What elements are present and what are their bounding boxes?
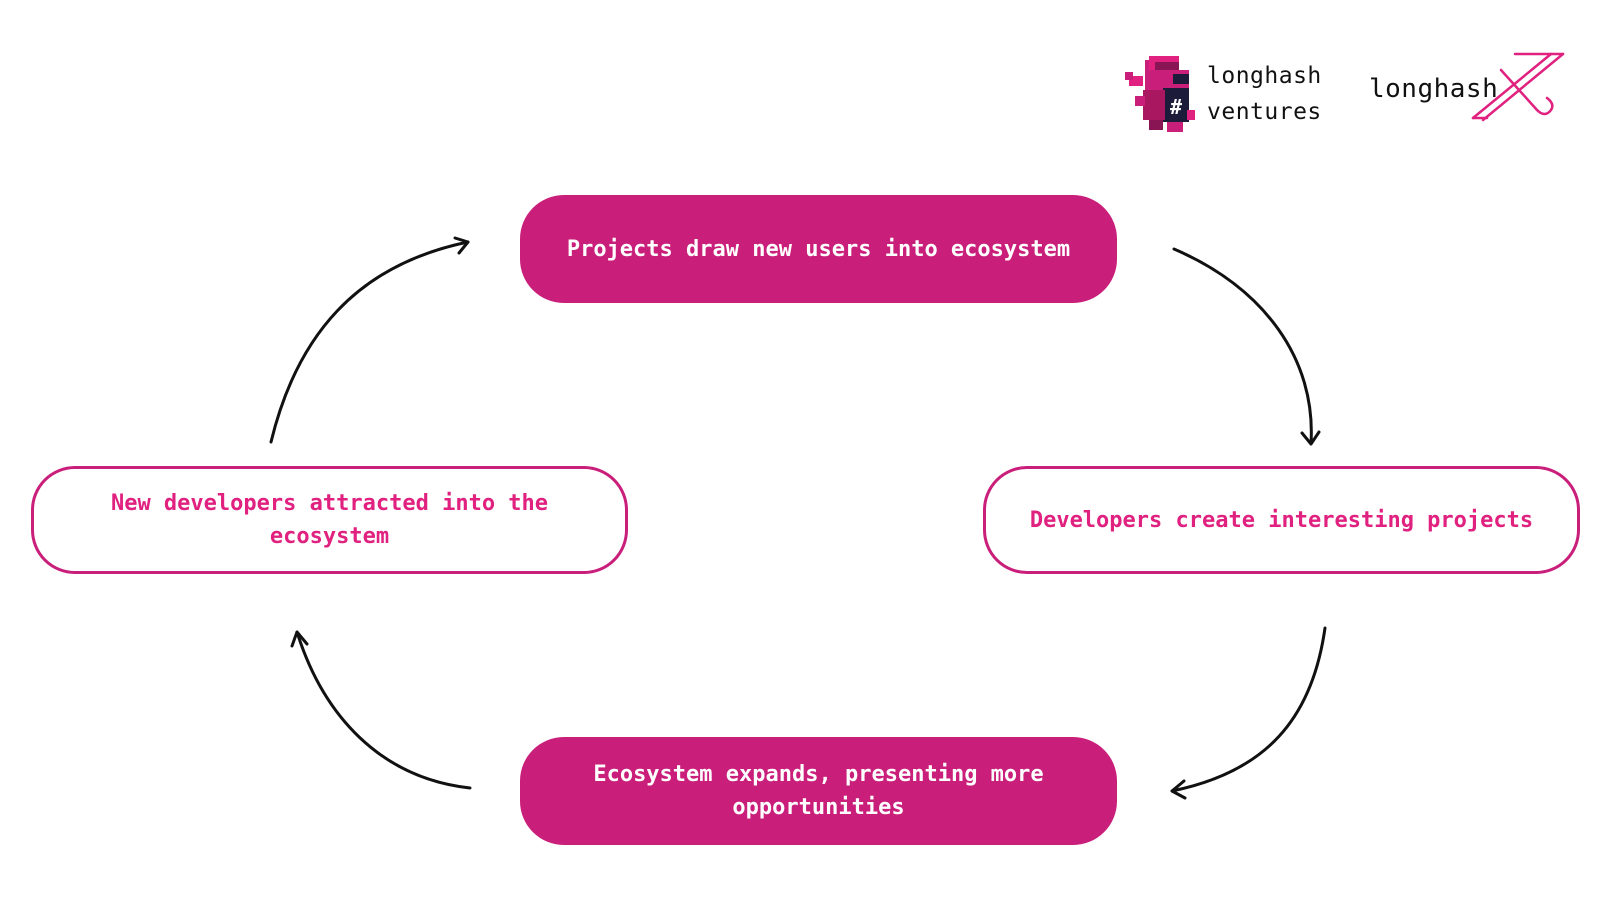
svg-text:#: # [1170, 95, 1182, 119]
arrow-bottom-to-left [295, 630, 472, 790]
node-top-label: Projects draw new users into ecosystem [566, 236, 1071, 262]
node-bottom-label: Ecosystem expands, presenting more oppor… [593, 762, 1044, 820]
node-left-label: New developers attracted into the ecosys… [110, 491, 549, 549]
longhash-x-logo: longhash [1369, 48, 1569, 138]
longhash-ventures-logo: # longhash ventures [1125, 54, 1330, 134]
logo-text-longhash: longhash [1207, 63, 1322, 89]
node-ecosystem-expands: Ecosystem expands, presenting more oppor… [520, 737, 1117, 845]
node-new-developers-attracted: New developers attracted into the ecosys… [31, 466, 628, 574]
logo-text-ventures: ventures [1207, 99, 1322, 125]
arrow-top-to-right [1172, 247, 1313, 445]
pixel-dinosaur-mascot-icon: # [1125, 56, 1195, 132]
node-right-label: Developers create interesting projects [1029, 507, 1534, 533]
longhash-x-icon [1471, 52, 1565, 122]
node-projects-draw-users: Projects draw new users into ecosystem [520, 195, 1117, 303]
arrow-right-to-bottom [1170, 626, 1327, 793]
arrowhead-top-to-right [1300, 430, 1321, 446]
arrowhead-right-to-bottom [1170, 779, 1187, 800]
logo-area: # longhash ventures longhash [1125, 48, 1575, 138]
logo-x-text: longhash [1369, 74, 1499, 104]
arrowhead-left-to-top [453, 236, 470, 255]
arrowhead-bottom-to-left [290, 630, 309, 648]
node-developers-create-projects: Developers create interesting projects [983, 466, 1580, 574]
arrow-left-to-top [269, 240, 470, 444]
